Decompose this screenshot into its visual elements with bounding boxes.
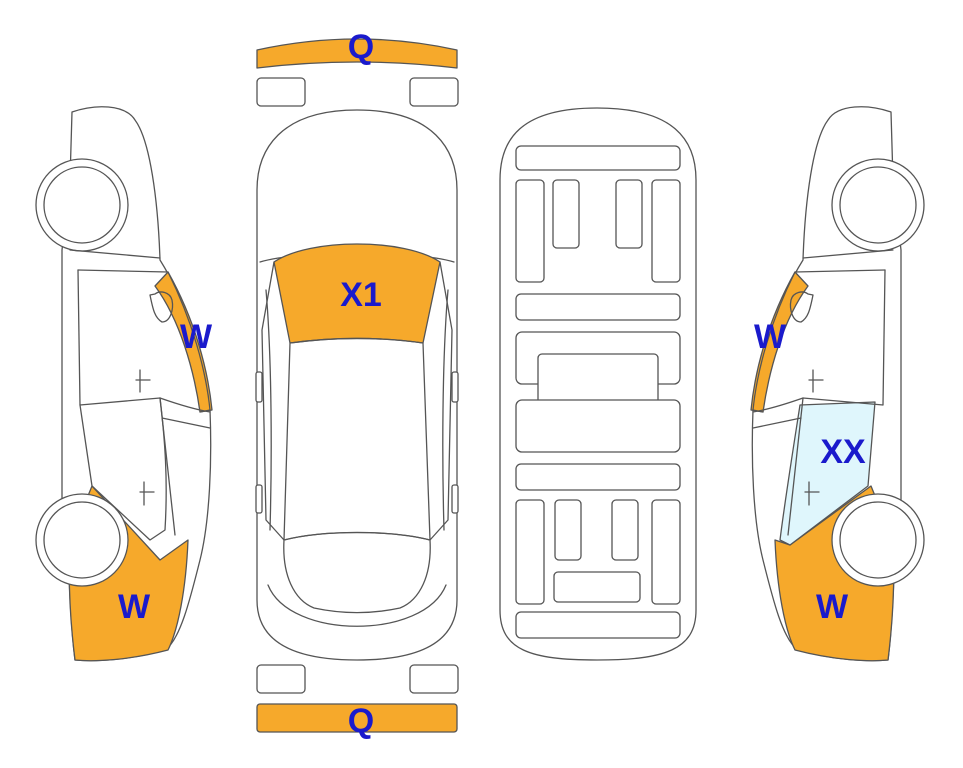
- rear-window: [283, 531, 431, 614]
- car-right-side-view: XX W W: [750, 106, 925, 662]
- right-mirror-top: [451, 371, 459, 403]
- top-body-outline: [256, 109, 458, 661]
- front-headlight-left: [256, 77, 306, 107]
- right-front-wheel: [831, 158, 925, 252]
- left-a-pillar[interactable]: [154, 271, 213, 413]
- car-left-side-view: W W: [35, 106, 213, 662]
- rear-bumper[interactable]: [256, 703, 458, 733]
- right-a-pillar[interactable]: [750, 271, 809, 413]
- front-bumper[interactable]: [256, 38, 458, 69]
- front-bumper-area: Q: [256, 28, 459, 107]
- rear-bumper-area: Q: [256, 664, 459, 740]
- right-rear-window[interactable]: [779, 401, 876, 546]
- rear-taillight-right: [409, 664, 459, 694]
- windshield-label: X1: [340, 276, 382, 314]
- left-front-wheel: [35, 158, 129, 252]
- right-pillar-label: W: [754, 318, 787, 356]
- right-rear-label: W: [816, 588, 849, 626]
- left-mirror-top: [255, 371, 263, 403]
- car-top-view: X1: [255, 109, 459, 661]
- left-pillar-label: W: [180, 318, 213, 356]
- rear-taillight-left: [256, 664, 306, 694]
- front-headlight-right: [409, 77, 459, 107]
- left-rear-label: W: [118, 588, 151, 626]
- rear-bumper-label: Q: [348, 702, 374, 740]
- front-bumper-label: Q: [348, 28, 374, 66]
- right-rear-wheel: [831, 493, 925, 587]
- right-window-label: XX: [820, 433, 866, 471]
- left-rear-wheel: [35, 493, 129, 587]
- car-underside-view: [499, 107, 697, 661]
